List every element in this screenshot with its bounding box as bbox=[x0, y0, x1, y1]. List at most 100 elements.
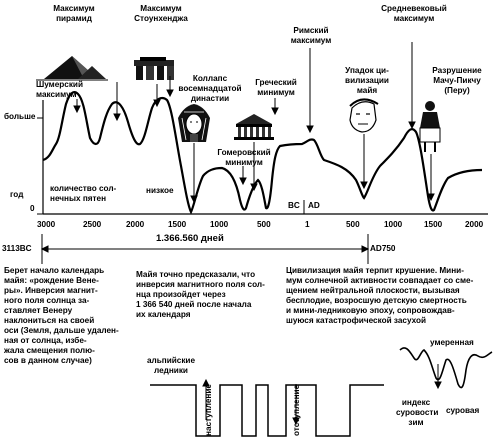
label-medieval-max-2: максимум bbox=[393, 14, 435, 23]
glacier-label: альпийские ледники bbox=[142, 356, 200, 376]
stonehenge-icon bbox=[134, 57, 174, 80]
label-medieval-max-1: Средневековый bbox=[381, 4, 447, 13]
label-machu-picchu-2: Мачу-Пикчу bbox=[433, 76, 481, 85]
label-homer-min: Гомеровский минимум bbox=[212, 148, 276, 168]
sunspots-label: количество сол- нечных пятен bbox=[50, 184, 116, 204]
inca-figure-icon bbox=[419, 101, 441, 152]
winter-severity-curve bbox=[399, 347, 493, 389]
sunspots-label-2: нечных пятен bbox=[50, 194, 107, 203]
prediction-line: 1 366 540 дней после начала bbox=[136, 300, 252, 309]
label-homer-min-1: Гомеровский bbox=[217, 148, 271, 157]
era-bc-label: BC bbox=[288, 201, 300, 210]
venus-line: оси (Земля, дальше удален- bbox=[4, 326, 119, 335]
pharaoh-icon bbox=[178, 104, 210, 142]
span-start-label: 3113BC bbox=[2, 244, 32, 253]
event-arrows bbox=[73, 42, 435, 204]
y-axis-unit-label: год bbox=[10, 190, 24, 199]
x-tick: 1500 bbox=[168, 220, 187, 229]
winter-index-label: индекс суровости зим bbox=[396, 398, 439, 428]
glacier-label-2: ледники bbox=[154, 366, 188, 375]
collapse-line: и мини-ледниковую эпоху, сопровождав- bbox=[286, 306, 455, 315]
label-machu-picchu-1: Разрушение bbox=[432, 66, 482, 75]
retreat-label: отступление bbox=[292, 384, 301, 436]
y-axis-high-label: больше bbox=[4, 112, 36, 121]
venus-line: жала смещения полю- bbox=[4, 346, 95, 355]
label-pyramid-max-1: Максимум bbox=[53, 4, 95, 13]
venus-line: наклониться на своей bbox=[4, 316, 95, 325]
collapse-line: шуюся катастрофической засухой bbox=[286, 316, 427, 325]
label-stonehenge-max-1: Максимум bbox=[140, 4, 182, 13]
x-tick: 2000 bbox=[126, 220, 145, 229]
y-axis-zero-label: 0 bbox=[30, 204, 35, 213]
label-sumerian-max-2: максимум bbox=[36, 90, 77, 99]
label-maya-decline: Упадок ци- вилизации майя bbox=[338, 66, 396, 96]
text-block-collapse: Цивилизация майя терпит крушение. Мини- … bbox=[286, 266, 473, 326]
venus-line: майя: «рождение Вене- bbox=[4, 276, 99, 285]
label-sumerian-max-1: Шумерский bbox=[36, 80, 84, 89]
label-maya-decline-1: Упадок ци- bbox=[345, 66, 389, 75]
span-arrow bbox=[40, 234, 370, 264]
prediction-line: их календаря bbox=[136, 310, 191, 319]
x-tick: 500 bbox=[346, 220, 360, 229]
label-dynasty-collapse-3: династии bbox=[190, 94, 230, 103]
label-roman-max: Римский максимум bbox=[282, 26, 340, 46]
collapse-line: Цивилизация майя терпит крушение. Мини- bbox=[286, 266, 464, 275]
x-tick: 500 bbox=[257, 220, 271, 229]
winter-index-3: зим bbox=[408, 418, 424, 427]
x-tick: 1000 bbox=[210, 220, 229, 229]
x-tick: 1500 bbox=[424, 220, 443, 229]
collapse-line: щением нейтральной плоскости, вызывая bbox=[286, 286, 460, 295]
prediction-line: Майя точно предсказали, что bbox=[136, 270, 256, 279]
label-greek-min: Греческий минимум bbox=[252, 78, 300, 98]
text-block-venus: Берет начало календарь майя: «рождение В… bbox=[4, 266, 119, 366]
venus-line: ры». Инверсия магнит- bbox=[4, 286, 98, 295]
label-roman-max-1: Римский bbox=[293, 26, 329, 35]
pyramid-icon bbox=[36, 56, 108, 81]
collapse-line: мум солнечной активности совпадает со см… bbox=[286, 276, 474, 285]
label-dynasty-collapse: Коллапс восемнадцатой династии bbox=[175, 74, 245, 104]
venus-line: Берет начало календарь bbox=[4, 266, 105, 275]
x-tick: 2500 bbox=[83, 220, 102, 229]
label-stonehenge-max-2: Стоунхенджа bbox=[134, 14, 188, 23]
venus-line: ставляет Венеру bbox=[4, 306, 73, 315]
label-greek-min-1: Греческий bbox=[255, 78, 297, 87]
label-maya-decline-2: вилизации bbox=[345, 76, 389, 85]
venus-line: сов в данном случае) bbox=[4, 356, 92, 365]
maya-mask-icon bbox=[349, 98, 379, 133]
label-medieval-max: Средневековый максимум bbox=[374, 4, 454, 24]
sunspots-label-1: количество сол- bbox=[50, 184, 117, 193]
label-machu-picchu: Разрушение Мачу-Пикчу (Перу) bbox=[424, 66, 490, 96]
chart-axes bbox=[37, 100, 488, 215]
parthenon-icon bbox=[234, 114, 274, 140]
label-greek-min-2: минимум bbox=[257, 88, 295, 97]
label-dynasty-collapse-2: восемнадцатой bbox=[178, 84, 242, 93]
glacier-label-1: альпийские bbox=[146, 356, 196, 365]
era-ad-label: AD bbox=[308, 201, 320, 210]
label-pyramid-max: Максимум пирамид bbox=[44, 4, 104, 24]
x-tick: 3000 bbox=[37, 220, 56, 229]
span-end-label: AD750 bbox=[370, 244, 396, 253]
span-days-label: 1.366.560 дней bbox=[156, 233, 224, 244]
venus-line: ная от солнца, избе- bbox=[4, 336, 87, 345]
text-block-prediction: Майя точно предсказали, что инверсия маг… bbox=[136, 270, 265, 320]
prediction-line: инверсия магнитного поля сол- bbox=[136, 280, 265, 289]
severe-label: суровая bbox=[446, 406, 480, 415]
x-tick: 1 bbox=[305, 220, 310, 229]
winter-index-2: суровости bbox=[396, 408, 439, 417]
label-maya-decline-3: майя bbox=[356, 86, 378, 95]
label-dynasty-collapse-1: Коллапс bbox=[192, 74, 228, 83]
temperate-label: умеренная bbox=[430, 338, 474, 347]
winter-index-1: индекс bbox=[401, 398, 431, 407]
low-label: низкое bbox=[146, 186, 174, 195]
venus-line: ного поля солнца за- bbox=[4, 296, 90, 305]
label-stonehenge-max: Максимум Стоунхенджа bbox=[128, 4, 194, 24]
label-pyramid-max-2: пирамид bbox=[56, 14, 92, 23]
label-roman-max-2: максимум bbox=[290, 36, 332, 45]
sunspot-curve bbox=[42, 91, 483, 215]
severity-arrow bbox=[434, 364, 442, 390]
glacier-arrows bbox=[202, 378, 300, 426]
label-sumerian-max: Шумерский максимум bbox=[36, 80, 83, 100]
x-tick: 2000 bbox=[465, 220, 484, 229]
